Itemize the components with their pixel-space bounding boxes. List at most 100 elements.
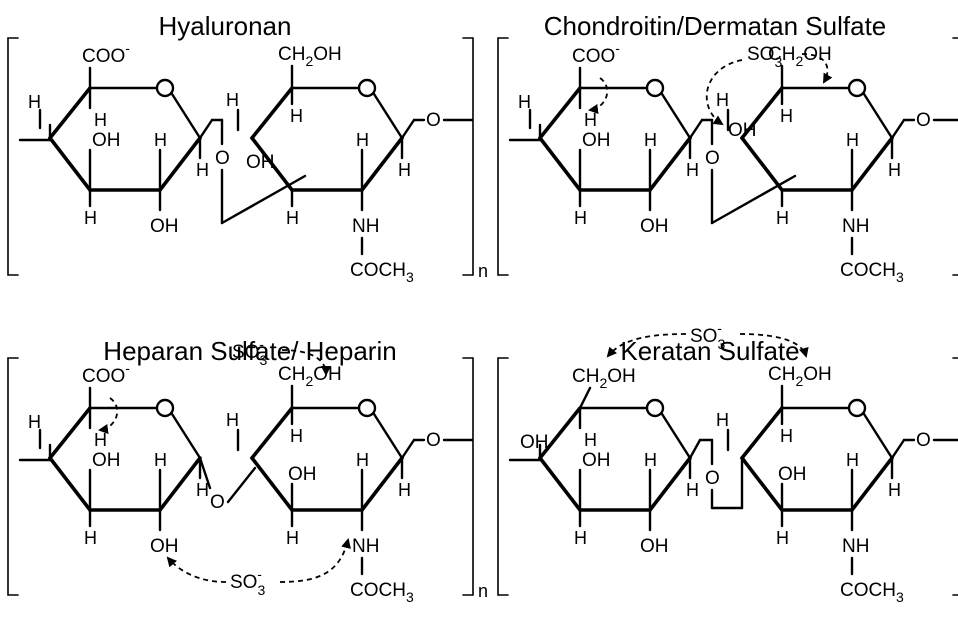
- title-keratan-sulfate: Keratan Sulfate: [620, 336, 799, 366]
- hydrogen-label: H: [780, 426, 793, 446]
- carboxylate-group: COO-: [82, 40, 130, 67]
- sulfate-group: SO3-: [230, 566, 265, 598]
- ring-bond-front: [48, 406, 92, 460]
- carboxylate-group: COO-: [82, 360, 130, 387]
- ring-bond-front: [740, 136, 784, 192]
- sugar-ring: [250, 398, 404, 512]
- acetyl-group: COCH3: [840, 260, 904, 285]
- ring-bond: [862, 92, 894, 140]
- amine-group: NH: [842, 536, 869, 557]
- glycosidic-oxygen: O: [426, 110, 441, 131]
- bond-line: [198, 456, 212, 490]
- panel-heparan: nCOO-HHOHHHOHHOCH2OHHHOHHHNHCOCH3HOSO3-S…: [7, 336, 488, 605]
- hydrogen-label: H: [780, 106, 793, 126]
- hydrogen-label: H: [686, 160, 699, 180]
- ring-bond-front: [740, 86, 784, 140]
- ring-bond-front: [648, 456, 692, 512]
- amine-group: NH: [842, 216, 869, 237]
- ring-bond-front: [250, 406, 294, 460]
- ring-bond-front: [538, 86, 582, 140]
- hydroxyl-group: OH: [640, 536, 669, 557]
- acetyl-group: COCH3: [350, 580, 414, 605]
- bond-line: [400, 438, 416, 460]
- ring-bond-front: [250, 136, 294, 192]
- hydrogen-label: H: [846, 450, 859, 470]
- sulfation-arrow: [588, 77, 609, 114]
- hydroxymethyl-group: CH2OH: [572, 366, 636, 391]
- ring-bond: [660, 92, 692, 140]
- ring-bond: [170, 412, 202, 460]
- hydrogen-label: H: [776, 528, 789, 548]
- hydroxyl-group: OH: [92, 450, 121, 471]
- glycosidic-oxygen: O: [705, 148, 720, 169]
- sulfation-arrow: [166, 556, 227, 583]
- hydrogen-label: H: [716, 90, 729, 110]
- left-bracket: [7, 37, 19, 276]
- ring-bond-front: [538, 136, 582, 192]
- hydrogen-label: H: [286, 528, 299, 548]
- acetyl-group: COCH3: [840, 580, 904, 605]
- hydrogen-label: H: [574, 528, 587, 548]
- hydroxymethyl-group: CH2OH: [278, 364, 342, 389]
- ring-oxygen: [847, 398, 867, 418]
- hydroxymethyl-group: CH2OH: [278, 44, 342, 69]
- hydrogen-label: H: [196, 480, 209, 500]
- hydrogen-label: H: [518, 92, 531, 112]
- title-heparan-sulfate-heparin: Heparan Sulfate/ Heparin: [103, 336, 396, 366]
- sulfation-arrow: [98, 397, 119, 434]
- hydrogen-label: H: [356, 130, 369, 150]
- hydrogen-label: H: [888, 160, 901, 180]
- hydrogen-label: H: [584, 110, 597, 130]
- hydrogen-label: H: [290, 106, 303, 126]
- left-bracket: [497, 357, 509, 596]
- right-bracket: [952, 37, 958, 276]
- hydrogen-label: H: [154, 450, 167, 470]
- sugar-ring: [48, 78, 202, 192]
- repeat-subscript: n: [478, 261, 488, 281]
- glycosidic-oxygen: O: [210, 492, 225, 513]
- bond-line: [688, 438, 702, 460]
- glycosidic-oxygen: O: [705, 468, 720, 489]
- hydroxymethyl-group: CH2OH: [768, 364, 832, 389]
- hydroxyl-group: OH: [150, 216, 179, 237]
- sulfate-group: SO3-: [232, 336, 267, 368]
- ring-bond: [170, 92, 202, 140]
- hydrogen-label: H: [154, 130, 167, 150]
- hydrogen-label: H: [196, 160, 209, 180]
- bond-line: [688, 118, 704, 140]
- sulfate-group: SO3-: [690, 320, 725, 352]
- ring-bond-front: [48, 136, 92, 192]
- hydrogen-label: H: [226, 410, 239, 430]
- hydrogen-label: H: [28, 412, 41, 432]
- hydrogen-label: H: [888, 480, 901, 500]
- sugar-ring: [740, 78, 894, 192]
- hydrogen-label: H: [94, 110, 107, 130]
- hydrogen-label: H: [716, 410, 729, 430]
- hydrogen-label: H: [84, 208, 97, 228]
- hydrogen-label: H: [94, 430, 107, 450]
- bond-line: [198, 118, 214, 140]
- ring-oxygen: [357, 78, 377, 98]
- hydrogen-label: H: [290, 426, 303, 446]
- ring-bond-front: [538, 406, 582, 460]
- hydrogen-label: H: [398, 160, 411, 180]
- ring-oxygen: [645, 398, 665, 418]
- sugar-ring: [538, 398, 692, 512]
- ring-bond-front: [850, 136, 894, 192]
- left-bracket: [497, 37, 509, 276]
- hydroxyl-group: OH: [778, 464, 807, 485]
- right-bracket: [462, 357, 474, 596]
- hydrogen-label: H: [644, 130, 657, 150]
- left-bracket: [7, 357, 19, 596]
- ring-oxygen: [357, 398, 377, 418]
- sulfation-arrow: [705, 59, 743, 126]
- hydroxyl-group: OH: [150, 536, 179, 557]
- ring-oxygen: [155, 398, 175, 418]
- ring-bond-front: [648, 136, 692, 192]
- right-bracket: [462, 37, 474, 276]
- hydroxyl-group: OH: [582, 130, 611, 151]
- sugar-ring: [740, 398, 894, 512]
- ring-bond: [862, 412, 894, 460]
- ring-bond-front: [740, 406, 784, 460]
